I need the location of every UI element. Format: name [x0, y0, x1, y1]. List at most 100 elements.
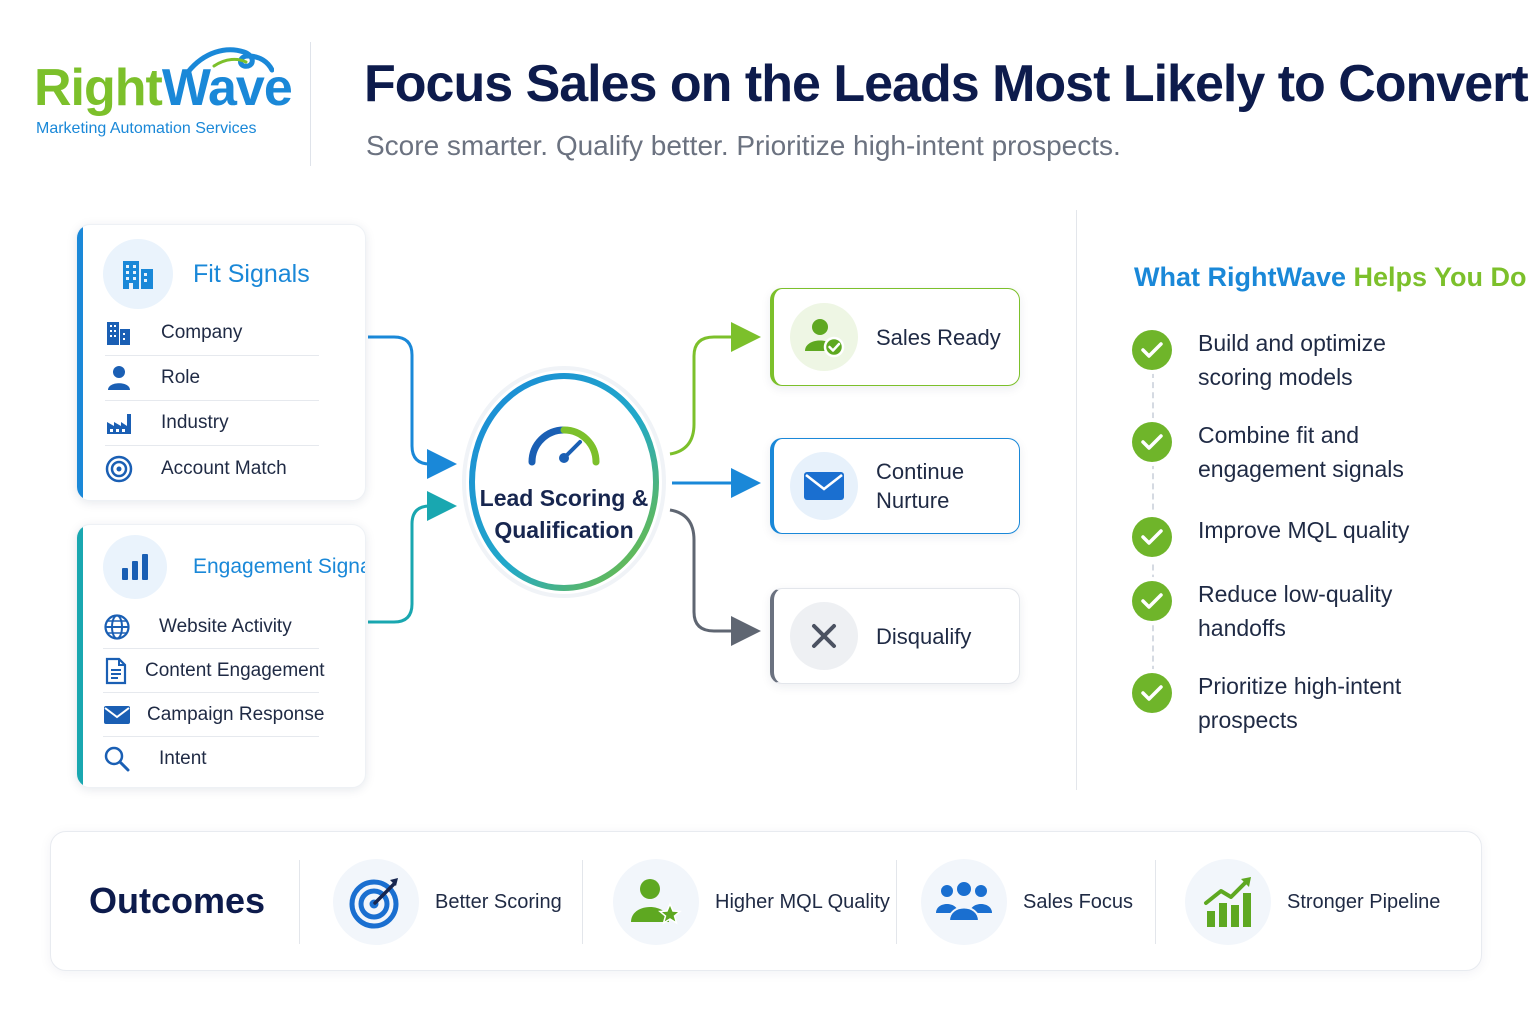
- connector-fit-to-hub: [368, 335, 457, 479]
- hub-label: Lead Scoring & Qualification: [462, 482, 666, 546]
- outcome-badge: [921, 859, 1007, 945]
- outcome-label: Better Scoring: [435, 890, 562, 913]
- list-item: Account Match: [105, 446, 319, 491]
- outcome-divider: [299, 860, 300, 944]
- building-icon: [107, 322, 130, 345]
- helps-title-green: Helps You Do: [1353, 262, 1527, 292]
- outcome-divider: [582, 860, 583, 944]
- outcome-higher-mql-quality: Higher MQL Quality: [613, 859, 890, 945]
- factory-icon: [107, 414, 131, 434]
- fit-item-label: Role: [161, 367, 201, 388]
- list-item: Campaign Response: [103, 693, 324, 737]
- check-icon: [1132, 422, 1172, 462]
- help-item: Build and optimize scoring models: [1132, 330, 1418, 394]
- help-text: Reduce low-quality handoffs: [1198, 581, 1393, 641]
- user-check-icon: [805, 319, 845, 358]
- bar-chart-icon: [122, 554, 148, 580]
- engagement-item-label: Campaign Response: [147, 703, 325, 725]
- speedometer-icon: [528, 426, 600, 466]
- hub-label-line1: Lead Scoring &: [479, 485, 649, 511]
- helps-title-blue: What RightWave: [1134, 262, 1346, 292]
- help-text: Combine fit and engagement signals: [1198, 422, 1404, 482]
- list-item: Industry: [105, 401, 319, 446]
- help-text: Build and optimize scoring models: [1198, 330, 1386, 390]
- page-title: Focus Sales on the Leads Most Likely to …: [364, 55, 1529, 113]
- help-item: Prioritize high-intent prospects: [1132, 673, 1418, 737]
- user-star-icon: [631, 879, 682, 925]
- outcome-sales-focus: Sales Focus: [921, 859, 1133, 945]
- engagement-signals-card: Engagement Signals Website Activity Cont…: [76, 524, 366, 788]
- continue-nurture-line1: Continue: [876, 459, 965, 484]
- lead-scoring-hub: Lead Scoring & Qualification: [462, 366, 666, 598]
- list-item: Role: [105, 356, 319, 401]
- target-arrow-icon: [349, 878, 399, 929]
- connector-hub-to-sales-ready: [669, 322, 761, 456]
- growth-chart-icon: [1204, 877, 1251, 927]
- outcome-badge: [1185, 859, 1271, 945]
- hub-label-line2: Qualification: [494, 517, 634, 543]
- disqualify-box: Disqualify: [770, 588, 1020, 684]
- outcome-badge: [613, 859, 699, 945]
- engagement-signals-list: Website Activity Content Engagement Camp…: [103, 605, 325, 781]
- outcome-divider: [1155, 860, 1156, 944]
- list-item: Content Engagement: [103, 649, 325, 693]
- outcome-badge: [333, 859, 419, 945]
- outcome-label: Stronger Pipeline: [1287, 890, 1441, 913]
- engagement-signals-header: Engagement Signals: [103, 535, 365, 599]
- list-item: Company: [105, 311, 319, 356]
- envelope-icon: [804, 472, 844, 500]
- fit-signals-header: Fit Signals: [103, 239, 310, 309]
- engagement-signals-title: Engagement Signals: [193, 555, 365, 578]
- connector-engagement-to-hub: [368, 491, 457, 624]
- close-icon: [812, 624, 836, 648]
- disqualify-label: Disqualify: [876, 623, 972, 649]
- team-icon: [936, 880, 992, 922]
- help-text: Improve MQL quality: [1198, 517, 1410, 543]
- outcomes-strip: Outcomes Better Scoring Higher MQL Quali…: [50, 831, 1482, 971]
- outcome-stronger-pipeline: Stronger Pipeline: [1185, 859, 1440, 945]
- fit-signals-list: Company Role Industry Account Match: [105, 311, 319, 491]
- page-subtitle: Score smarter. Qualify better. Prioritiz…: [366, 130, 1121, 161]
- list-item: Website Activity: [103, 605, 319, 649]
- fit-item-label: Industry: [161, 412, 229, 433]
- list-item: Intent: [103, 737, 319, 781]
- engagement-badge: [103, 535, 167, 599]
- envelope-icon: [104, 705, 130, 724]
- target-icon: [105, 455, 133, 482]
- document-icon: [105, 657, 127, 684]
- fit-item-label: Account Match: [161, 457, 287, 479]
- panel-divider: [1076, 210, 1077, 790]
- check-icon: [1132, 673, 1172, 713]
- logo-wordmark: RightWave: [34, 58, 293, 118]
- hub-ring: [462, 366, 666, 598]
- help-item: Improve MQL quality: [1132, 517, 1458, 557]
- help-text: Prioritize high-intent prospects: [1198, 673, 1402, 733]
- logo-wave: Wave: [161, 59, 293, 117]
- engagement-item-label: Intent: [159, 748, 207, 769]
- outcome-label: Higher MQL Quality: [715, 890, 890, 913]
- disqualify-badge: [790, 602, 858, 670]
- person-icon: [108, 366, 130, 390]
- globe-icon: [104, 613, 130, 640]
- logo-right: Right: [34, 59, 163, 117]
- help-item: Combine fit and engagement signals: [1132, 422, 1418, 486]
- wave-swoosh-icon: [185, 47, 274, 75]
- continue-nurture-badge: [790, 452, 858, 520]
- engagement-item-label: Content Engagement: [145, 659, 325, 681]
- building-icon: [123, 261, 153, 289]
- magnifier-icon: [104, 746, 130, 772]
- continue-nurture-label: Continue Nurture: [876, 457, 964, 515]
- outcomes-title: Outcomes: [89, 880, 266, 921]
- helps-title: What RightWave Helps You Do: [1134, 262, 1527, 293]
- continue-nurture-line2: Nurture: [876, 488, 950, 513]
- connector-hub-to-disqualify: [669, 508, 761, 646]
- sales-ready-badge: [790, 303, 858, 371]
- rightwave-logo: RightWave Marketing Automation Services: [34, 47, 294, 148]
- sales-ready-label: Sales Ready: [876, 324, 1001, 350]
- outcome-label: Sales Focus: [1023, 890, 1134, 913]
- outcome-better-scoring: Better Scoring: [333, 859, 562, 945]
- outcome-divider: [896, 860, 897, 944]
- help-item: Reduce low-quality handoffs: [1132, 581, 1418, 645]
- continue-nurture-box: Continue Nurture: [770, 438, 1020, 534]
- fit-item-label: Company: [161, 322, 243, 343]
